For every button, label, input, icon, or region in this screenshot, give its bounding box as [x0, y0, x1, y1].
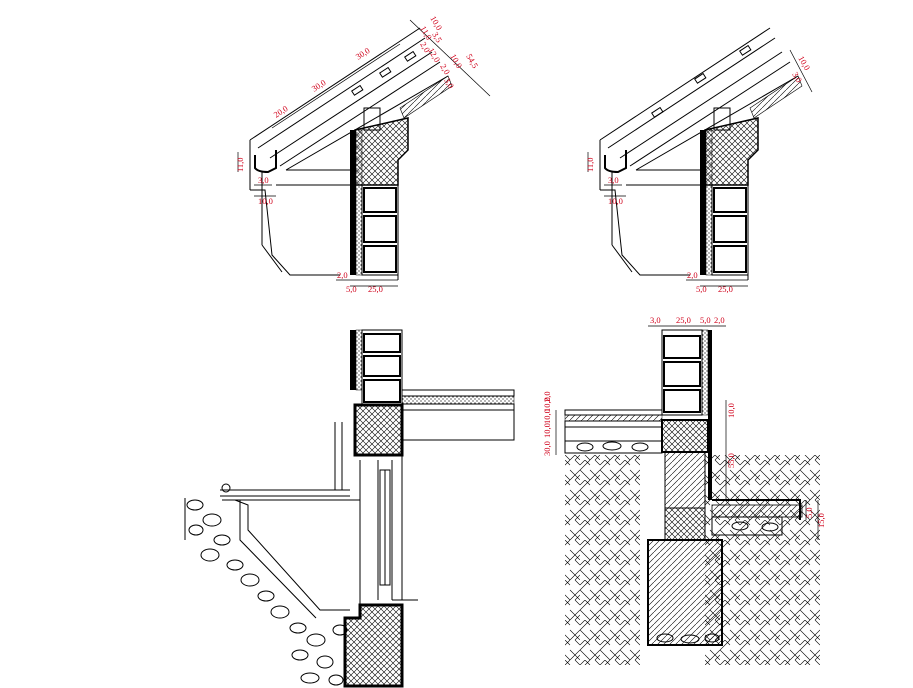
dim-f-wall-4: 2,0 — [714, 315, 725, 325]
dim-pavement-1: 5,0 — [804, 507, 814, 518]
dim-floor-4: 10,0 — [542, 397, 552, 412]
dim-slope-2: 11,0 — [418, 24, 434, 42]
dim-r-wall-3: 25,0 — [718, 284, 733, 294]
dim-r-wall-2: 5,0 — [696, 284, 707, 294]
dim-wall-2: 5,0 — [346, 284, 357, 294]
dim-floor-1: 30,0 — [542, 441, 552, 456]
dim-plinth: 10,0 — [726, 403, 736, 418]
dim-wall-1: 2,0 — [337, 270, 348, 280]
dim-pavement-2: 15,0 — [816, 513, 826, 528]
foundation-dimensions: 3,0 25,0 5,0 2,0 30,0 10,0 10,0 10,0 2,0… — [542, 315, 826, 540]
dim-slope-7: 2,0 — [438, 62, 452, 76]
dim-slope-4: 2,0 — [418, 40, 432, 54]
dim-f-wall-2: 25,0 — [676, 315, 691, 325]
dim-floor-2: 10,0 — [542, 423, 552, 438]
dim-gutter-width: 3,0 — [258, 175, 269, 185]
dim-r-gutter-width: 3,0 — [608, 175, 619, 185]
dim-floor-3: 10,0 — [542, 409, 552, 424]
dim-r-wall-1: 2,0 — [687, 270, 698, 280]
dim-f-wall-3: 5,0 — [700, 315, 711, 325]
dim-wall-3: 25,0 — [368, 284, 383, 294]
eave-detail-right — [599, 27, 803, 280]
dim-spacing-1: 30,0 — [354, 45, 372, 61]
dim-r-slope-2: 3,0 — [790, 70, 804, 84]
dim-slope-8: 3,0 — [442, 76, 456, 90]
dim-spacing-3: 20,0 — [272, 103, 290, 119]
dim-slope-total: 54,5 — [464, 52, 480, 70]
dim-slope-3: 3,5 — [430, 30, 444, 44]
dim-floor-5: 2,0 — [542, 391, 552, 402]
gravel-fill — [186, 499, 348, 686]
eave-detail-left — [249, 27, 453, 280]
dim-depth: 55,0 — [726, 453, 736, 468]
dim-r-gutter-offset: 10,0 — [608, 196, 623, 206]
dim-f-wall-1: 3,0 — [650, 315, 661, 325]
dim-gutter-height: 11,0 — [235, 157, 245, 172]
dim-r-gutter-height: 11,0 — [585, 157, 595, 172]
foundation-detail-right — [564, 329, 820, 665]
dim-gutter-offset: 10,0 — [258, 196, 273, 206]
basement-detail-left — [184, 329, 515, 688]
